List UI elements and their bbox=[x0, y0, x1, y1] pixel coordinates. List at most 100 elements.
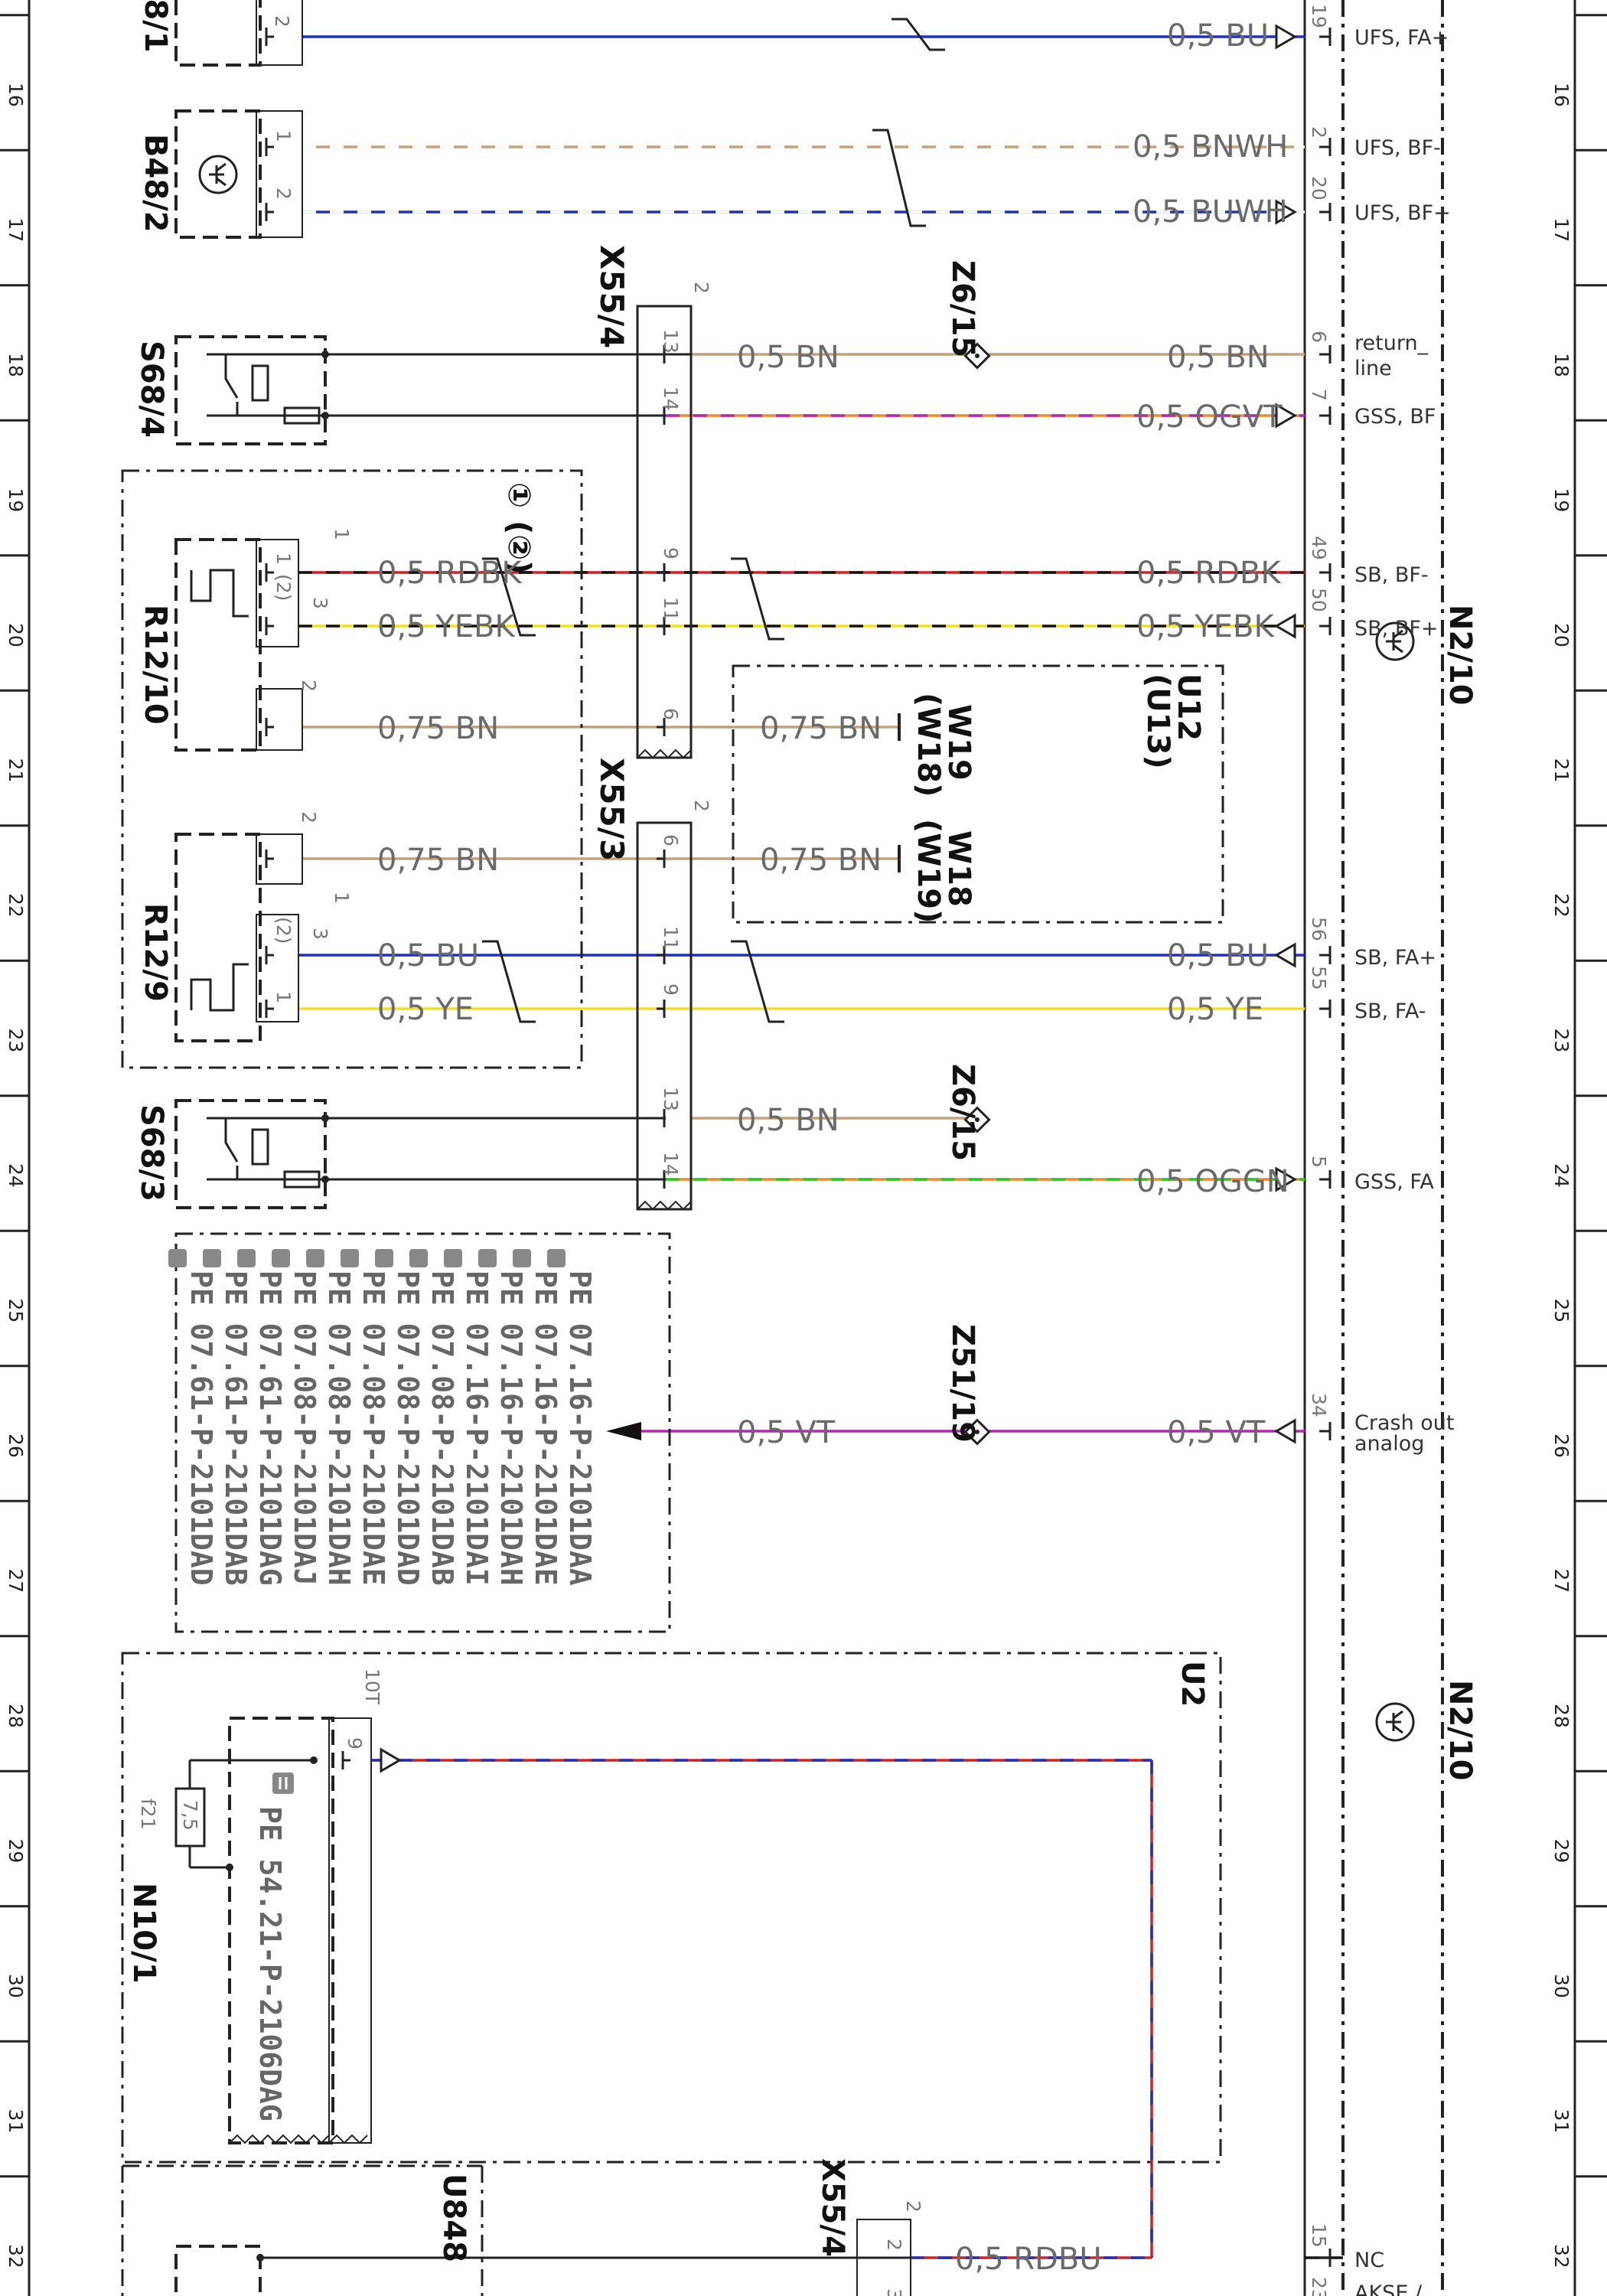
arrow-right-icon bbox=[1275, 1166, 1297, 1192]
wire-label: 0,5 OGGN bbox=[1136, 1164, 1289, 1199]
b48-2-label: B48/2 bbox=[138, 134, 173, 233]
airbag-icon-2 bbox=[1375, 1702, 1415, 1742]
u848-box: U848 X55/4 2 2 3 bbox=[121, 2158, 924, 2296]
grid-number: 20 bbox=[5, 623, 27, 647]
grid-number: 17 bbox=[1550, 218, 1573, 243]
wire-label: 0,5 OGVT bbox=[1136, 400, 1283, 435]
manual-icon bbox=[444, 1249, 462, 1267]
u12-box: U12 (U13) W19 (W18) W18 (W19) bbox=[732, 664, 1224, 924]
grid-number: 32 bbox=[1550, 2244, 1573, 2268]
grid-number: 28 bbox=[1550, 1704, 1573, 1728]
wire-label: 0,75 BN bbox=[760, 843, 882, 878]
x55-4-bottom-label: X55/4 bbox=[815, 2158, 850, 2257]
pin-label: 3 bbox=[883, 2288, 905, 2296]
pin-label: 2 bbox=[883, 2239, 905, 2251]
reference-item: PE 07.08-P-2101DAB bbox=[425, 1270, 459, 1586]
pin-label: 1 bbox=[331, 528, 353, 540]
terminal-ufs-bf-minus: UFS, BF- bbox=[1354, 136, 1441, 160]
pin-label: (2) bbox=[272, 574, 295, 601]
pin-label: 2 bbox=[298, 680, 320, 692]
arrow-right-icon bbox=[1275, 199, 1297, 225]
pin-label: 2 bbox=[298, 811, 320, 823]
reference-item: PE 07.16-P-2101DAA bbox=[563, 1270, 597, 1586]
pe-fuse-reference: PE 54.21-P-2106DAG bbox=[253, 1806, 287, 2122]
grid-number: 32 bbox=[5, 2244, 27, 2268]
grid-number: 25 bbox=[1550, 1299, 1573, 1323]
pin-label: 11 bbox=[660, 597, 682, 621]
twist-marker bbox=[872, 129, 926, 227]
wire-label: 0,5 YE bbox=[377, 992, 474, 1027]
pin-label: 49 bbox=[1308, 536, 1330, 560]
n2-10-pin-labels: 19 2 20 6 7 49 50 56 55 5 34 15 23 bbox=[1308, 4, 1330, 2296]
wire-label: 0,5 RDBK bbox=[377, 556, 523, 591]
pin-label: 2 bbox=[690, 800, 712, 812]
manual-icon bbox=[203, 1249, 221, 1267]
terminal-sb-fa-plus: SB, FA+ bbox=[1354, 946, 1436, 970]
pin-label: 2 bbox=[272, 188, 295, 200]
x55-4-connector: X55/4 2 bbox=[593, 245, 712, 759]
pin-stub bbox=[1319, 1170, 1332, 1189]
reference-item: PE 07.08-P-2101DAE bbox=[357, 1270, 390, 1586]
wire-label: 0,5 BU bbox=[1167, 938, 1269, 974]
pin-label: 3 bbox=[309, 928, 331, 940]
terminal-sb-fa-minus: SB, FA- bbox=[1354, 1000, 1426, 1023]
fuse-value: 7,5 bbox=[179, 1800, 201, 1831]
fuse-f21-label: f21 bbox=[137, 1799, 159, 1830]
grid-number: 29 bbox=[1550, 1839, 1573, 1864]
reference-item: PE 07.61-P-2101DAD bbox=[184, 1270, 218, 1586]
terminal-crash-analog: analog bbox=[1354, 1432, 1424, 1456]
arrow-left-icon bbox=[1274, 613, 1296, 639]
pin-stub bbox=[265, 203, 274, 221]
variant-1-marker: ① bbox=[501, 482, 536, 508]
pin-stub bbox=[1319, 563, 1332, 582]
w18-paren-label: (W18) bbox=[911, 693, 946, 797]
manual-icon bbox=[168, 1249, 187, 1267]
wire-label: 0,5 YEBK bbox=[1136, 609, 1275, 644]
grid-number: 18 bbox=[5, 353, 27, 377]
wire-label: 0,75 BN bbox=[760, 711, 882, 746]
x55-3-connector: X55/3 2 bbox=[593, 758, 712, 1211]
grid-number: 24 bbox=[5, 1163, 27, 1188]
pin-stub bbox=[1319, 1422, 1332, 1440]
w19-label: W19 bbox=[941, 704, 976, 781]
pin-stub bbox=[1319, 406, 1332, 425]
pin-label: 23 bbox=[1308, 2277, 1330, 2296]
pin-label: 9 bbox=[660, 983, 682, 996]
pin-stub bbox=[657, 946, 666, 964]
n2-10-label: N2/10 bbox=[1442, 605, 1478, 706]
reference-box bbox=[174, 1232, 671, 1633]
pin-stub bbox=[1319, 345, 1332, 364]
twist-marker bbox=[482, 940, 536, 1023]
s68-4-switch: S68/4 bbox=[134, 335, 327, 445]
s68-4-label: S68/4 bbox=[134, 341, 169, 438]
reference-item: PE 07.08-P-2101DAD bbox=[391, 1270, 425, 1586]
pin-stub bbox=[265, 1000, 274, 1018]
z51-19-label: Z51/19 bbox=[945, 1324, 980, 1443]
grid-number: 31 bbox=[1550, 2109, 1573, 2134]
twist-marker bbox=[731, 940, 784, 1023]
terminal-ufs-bf-plus: UFS, BF+ bbox=[1354, 201, 1451, 225]
n10-1-label: N10/1 bbox=[126, 1883, 161, 1984]
manual-icon bbox=[478, 1249, 497, 1267]
pin-stub bbox=[265, 946, 274, 964]
pin-stub bbox=[657, 718, 666, 736]
terminal-nc: NC bbox=[1354, 2249, 1384, 2272]
fuse-box-label: 10T bbox=[361, 1668, 383, 1705]
pin-label: 6 bbox=[660, 708, 682, 720]
variant-box: ① (②) bbox=[121, 469, 583, 1069]
pin-stub bbox=[265, 617, 274, 635]
grid-number: 26 bbox=[1550, 1433, 1573, 1458]
pin-label: 6 bbox=[660, 834, 682, 846]
manual-icon bbox=[272, 1249, 290, 1267]
pin-label: (2) bbox=[272, 917, 295, 944]
pin-stub bbox=[1319, 138, 1332, 156]
pin-stub bbox=[341, 1751, 350, 1769]
pin-stub bbox=[657, 1000, 666, 1018]
grid-number: 31 bbox=[5, 2109, 27, 2134]
terminal-gss-fa: GSS, FA bbox=[1354, 1170, 1434, 1194]
grid-number: 18 bbox=[1550, 353, 1573, 377]
w19-paren-label: (W19) bbox=[911, 819, 946, 923]
pin-stub bbox=[1319, 2249, 1332, 2267]
